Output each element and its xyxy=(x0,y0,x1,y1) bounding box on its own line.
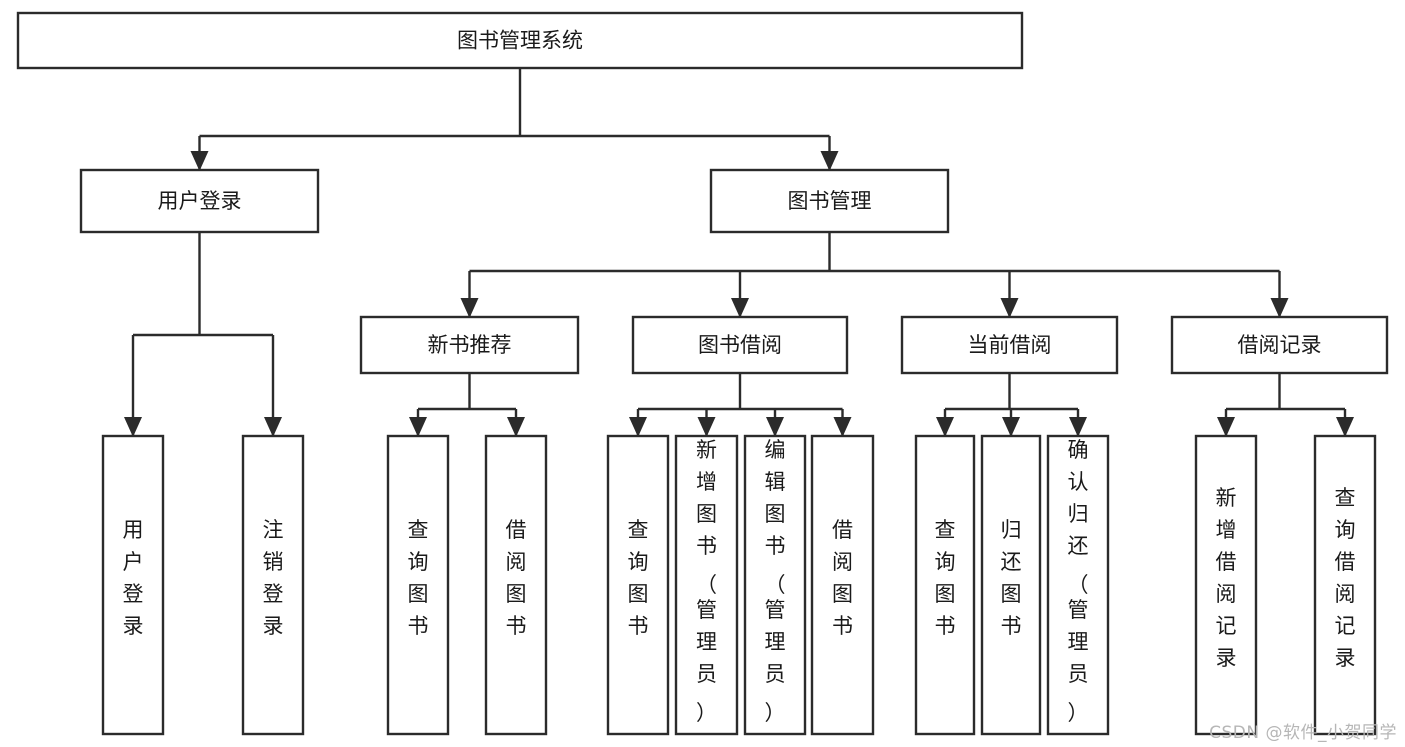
arrow-head-icon xyxy=(697,417,716,437)
leaf-node-8[interactable]: 借阅图书 xyxy=(810,434,875,736)
arrow-head-icon xyxy=(1217,417,1235,437)
leaf-node-box[interactable] xyxy=(810,434,875,736)
level3-node-2[interactable]: 图书借阅 xyxy=(631,315,849,375)
arrow-head-icon xyxy=(264,417,282,437)
arrow-head-icon xyxy=(936,417,954,437)
level3-node-label: 借阅记录 xyxy=(1238,333,1322,357)
leaf-node-box[interactable] xyxy=(1046,434,1110,736)
level2-node-label: 用户登录 xyxy=(158,189,242,213)
arrow-head-icon xyxy=(820,151,839,171)
leaf-node-11[interactable]: 确认归还（管理员） xyxy=(1046,434,1110,736)
nodes-layer: 图书管理系统用户登录图书管理新书推荐图书借阅当前借阅借阅记录用户登录注销登录查询… xyxy=(16,11,1389,736)
level2-node-box[interactable] xyxy=(709,168,950,234)
arrow-head-icon xyxy=(1336,417,1354,437)
leaf-node-4[interactable]: 借阅图书 xyxy=(484,434,548,736)
level3-node-box[interactable] xyxy=(631,315,849,375)
leaf-node-9[interactable]: 查询图书 xyxy=(914,434,976,736)
level3-node-4[interactable]: 借阅记录 xyxy=(1170,315,1389,375)
level2-node-2[interactable]: 图书管理 xyxy=(709,168,950,234)
leaf-node-label: 用户登录 xyxy=(123,518,144,638)
leaf-node-box[interactable] xyxy=(1313,434,1377,736)
level3-node-box[interactable] xyxy=(1170,315,1389,375)
leaf-node-13[interactable]: 查询借阅记录 xyxy=(1313,434,1377,736)
leaf-node-label: 新增图书（管理员） xyxy=(696,438,717,725)
level2-node-1[interactable]: 用户登录 xyxy=(79,168,320,234)
csdn-watermark: CSDN @软件_小贺同学 xyxy=(1209,723,1397,743)
root-node-box[interactable] xyxy=(16,11,1024,70)
leaf-node-label: 借阅图书 xyxy=(832,518,853,638)
level2-node-box[interactable] xyxy=(79,168,320,234)
leaf-node-label: 查询图书 xyxy=(408,518,429,638)
level3-node-1[interactable]: 新书推荐 xyxy=(359,315,580,375)
leaf-node-box[interactable] xyxy=(914,434,976,736)
leaf-node-1[interactable]: 用户登录 xyxy=(101,434,165,736)
leaf-node-5[interactable]: 查询图书 xyxy=(606,434,670,736)
arrow-head-icon xyxy=(766,417,784,437)
leaf-node-label: 确认归还（管理员） xyxy=(1068,438,1089,725)
leaf-node-box[interactable] xyxy=(743,434,807,736)
level2-node-label: 图书管理 xyxy=(788,189,872,213)
leaf-node-label: 编辑图书（管理员） xyxy=(765,438,786,725)
level3-node-label: 新书推荐 xyxy=(428,333,512,357)
leaf-node-box[interactable] xyxy=(1194,434,1258,736)
leaf-node-box[interactable] xyxy=(386,434,450,736)
leaf-node-12[interactable]: 新增借阅记录 xyxy=(1194,434,1258,736)
connectors-layer xyxy=(124,68,1354,437)
leaf-node-3[interactable]: 查询图书 xyxy=(386,434,450,736)
leaf-node-label: 归还图书 xyxy=(1001,518,1022,638)
root-node-label: 图书管理系统 xyxy=(457,29,583,53)
leaf-node-label: 注销登录 xyxy=(263,518,284,638)
leaf-node-box[interactable] xyxy=(241,434,305,736)
arrow-head-icon xyxy=(629,417,647,437)
leaf-node-box[interactable] xyxy=(484,434,548,736)
leaf-node-2[interactable]: 注销登录 xyxy=(241,434,305,736)
level3-node-3[interactable]: 当前借阅 xyxy=(900,315,1119,375)
arrow-head-icon xyxy=(124,417,142,437)
arrow-head-icon xyxy=(833,417,852,437)
arrow-head-icon xyxy=(460,298,479,318)
arrow-head-icon xyxy=(731,298,749,318)
arrow-head-icon xyxy=(1002,417,1020,437)
arrow-head-icon xyxy=(1069,417,1087,437)
level3-node-label: 当前借阅 xyxy=(968,333,1052,357)
leaf-node-box[interactable] xyxy=(101,434,165,736)
arrow-head-icon xyxy=(507,417,525,437)
arrow-head-icon xyxy=(190,151,209,171)
arrow-head-icon xyxy=(1000,298,1019,318)
level3-node-label: 图书借阅 xyxy=(698,333,782,357)
leaf-node-box[interactable] xyxy=(980,434,1042,736)
arrow-head-icon xyxy=(1270,298,1289,318)
leaf-node-box[interactable] xyxy=(674,434,739,736)
leaf-node-label: 新增借阅记录 xyxy=(1216,486,1237,670)
leaf-node-label: 查询借阅记录 xyxy=(1335,486,1356,670)
leaf-node-10[interactable]: 归还图书 xyxy=(980,434,1042,736)
level3-node-box[interactable] xyxy=(359,315,580,375)
arrow-head-icon xyxy=(409,417,427,437)
leaf-node-label: 查询图书 xyxy=(628,518,649,638)
leaf-node-box[interactable] xyxy=(606,434,670,736)
leaf-node-7[interactable]: 编辑图书（管理员） xyxy=(743,434,807,736)
level3-node-box[interactable] xyxy=(900,315,1119,375)
leaf-node-label: 查询图书 xyxy=(935,518,956,638)
leaf-node-label: 借阅图书 xyxy=(506,518,527,638)
leaf-node-6[interactable]: 新增图书（管理员） xyxy=(674,434,739,736)
root-node-1[interactable]: 图书管理系统 xyxy=(16,11,1024,70)
